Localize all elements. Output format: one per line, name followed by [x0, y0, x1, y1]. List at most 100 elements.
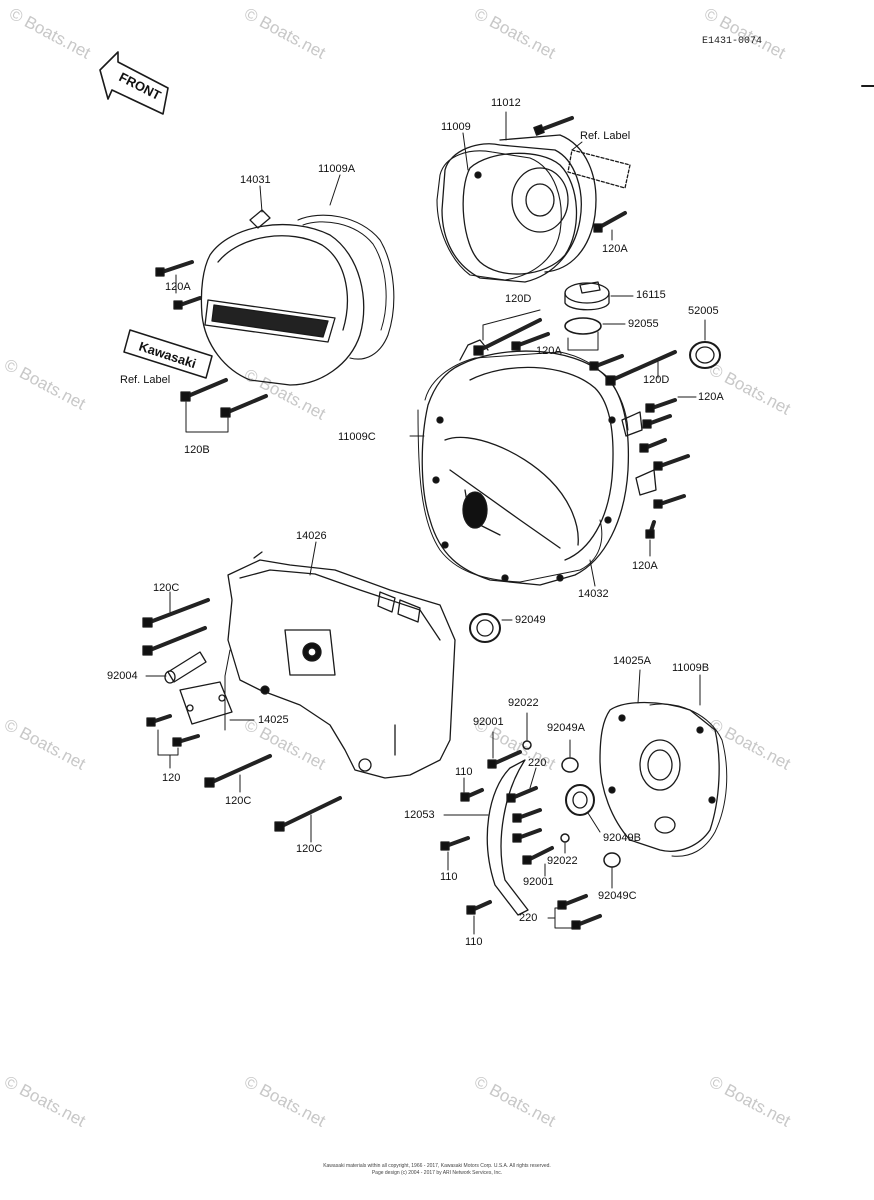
- bolt: [571, 914, 602, 930]
- bolt: [645, 398, 677, 413]
- bolt: [593, 211, 627, 233]
- ref-label: Ref. Label: [580, 130, 631, 142]
- bolt: [589, 354, 624, 371]
- oil-filler-cap: [564, 281, 610, 311]
- part-label: 120D: [505, 293, 532, 305]
- front-arrow-icon: FRONT: [99, 51, 169, 115]
- clamp: [635, 469, 657, 496]
- bolt: [172, 734, 200, 747]
- bolt: [645, 520, 656, 539]
- part-label: 120B: [184, 444, 210, 456]
- bolt: [274, 796, 342, 832]
- part-label: 14025: [258, 714, 289, 726]
- part-label: 110: [440, 871, 458, 883]
- part-label: 14026: [296, 530, 327, 542]
- bolt: [142, 626, 207, 656]
- part-label: 92049A: [547, 722, 585, 734]
- bolt: [605, 350, 677, 386]
- part-label: 92022: [547, 855, 578, 867]
- cover-14032: [421, 339, 630, 586]
- cover-11012: [441, 134, 597, 283]
- part-label: 12053: [404, 809, 435, 821]
- part-label: 11009A: [318, 163, 356, 175]
- bolt: [466, 900, 492, 915]
- bolt: [653, 494, 686, 509]
- bolt: [522, 846, 554, 865]
- part-label: 120C: [296, 843, 323, 855]
- bolt: [180, 378, 228, 402]
- part-label: 11009B: [672, 662, 710, 674]
- cover-14026: [227, 551, 456, 779]
- gasket-11009C: [417, 351, 629, 583]
- kawasaki-emblem: Kawasaki: [123, 329, 213, 379]
- bolt: [642, 414, 672, 429]
- gasket-11009A: [297, 214, 395, 360]
- part-label: 120C: [153, 582, 180, 594]
- clamp: [621, 411, 643, 437]
- breather-fitting: [164, 651, 207, 684]
- bolt: [512, 808, 542, 823]
- washer: [560, 833, 570, 843]
- copyright-footer: Page design (c) 2004 - 2017 by ARI Netwo…: [371, 1170, 503, 1176]
- part-label: 120A: [632, 560, 658, 572]
- bolt: [155, 260, 194, 277]
- part-label: 120A: [698, 391, 724, 403]
- part-label: 11009: [441, 121, 471, 133]
- washer: [603, 852, 621, 868]
- part-label: 120: [162, 772, 181, 784]
- diagram-code: E1431-0074: [702, 36, 763, 47]
- bolt: [146, 714, 172, 727]
- ref-label-plate: [567, 149, 631, 189]
- part-label: 220: [519, 912, 538, 924]
- o-ring: [564, 317, 602, 335]
- bolt: [557, 894, 588, 910]
- washer: [561, 757, 579, 773]
- part-label: 11009C: [338, 431, 376, 443]
- part-label: 120A: [536, 345, 562, 357]
- part-label: 14032: [578, 588, 609, 600]
- bolt: [639, 438, 667, 453]
- part-label: 92049: [515, 614, 546, 626]
- bolt: [487, 750, 522, 769]
- bolt: [220, 394, 268, 418]
- part-label: 14031: [240, 174, 271, 186]
- bolt: [533, 116, 574, 136]
- oil-seal: [565, 784, 595, 816]
- part-label: 92055: [628, 318, 659, 330]
- part-label: 92049C: [598, 890, 637, 902]
- bolt: [204, 754, 272, 788]
- gasket-11009: [436, 150, 562, 281]
- bolt: [142, 598, 210, 628]
- oil-seal: [469, 613, 501, 643]
- plate-14025: [179, 681, 233, 725]
- part-label: 92001: [523, 876, 554, 888]
- part-label: 92004: [107, 670, 138, 682]
- cover-14025A: [599, 701, 720, 852]
- gasket-11009B: [649, 703, 728, 857]
- part-label: 52005: [688, 305, 719, 317]
- part-label: 220: [528, 757, 547, 769]
- part-label: 110: [465, 936, 483, 948]
- washer: [522, 740, 532, 750]
- part-label: 120D: [643, 374, 670, 386]
- bolt: [653, 454, 690, 471]
- part-label: 120C: [225, 795, 252, 807]
- cover-14031: [200, 209, 365, 386]
- part-label: 92049B: [603, 832, 641, 844]
- bolt: [512, 828, 542, 843]
- part-label: 92022: [508, 697, 539, 709]
- bolt: [473, 318, 542, 356]
- oil-seal: [689, 341, 721, 369]
- part-label: 14025A: [613, 655, 651, 667]
- ref-label: Ref. Label: [120, 374, 171, 386]
- part-label: 120A: [602, 243, 628, 255]
- part-label: 120A: [165, 281, 191, 293]
- bolt: [173, 296, 202, 310]
- part-label: 16115: [636, 289, 666, 301]
- bolt: [460, 788, 484, 802]
- part-label: 92001: [473, 716, 504, 728]
- bolt: [511, 332, 550, 351]
- bolt: [506, 786, 538, 803]
- copyright-footer: Kawasaki materials within all copyright,…: [323, 1163, 551, 1169]
